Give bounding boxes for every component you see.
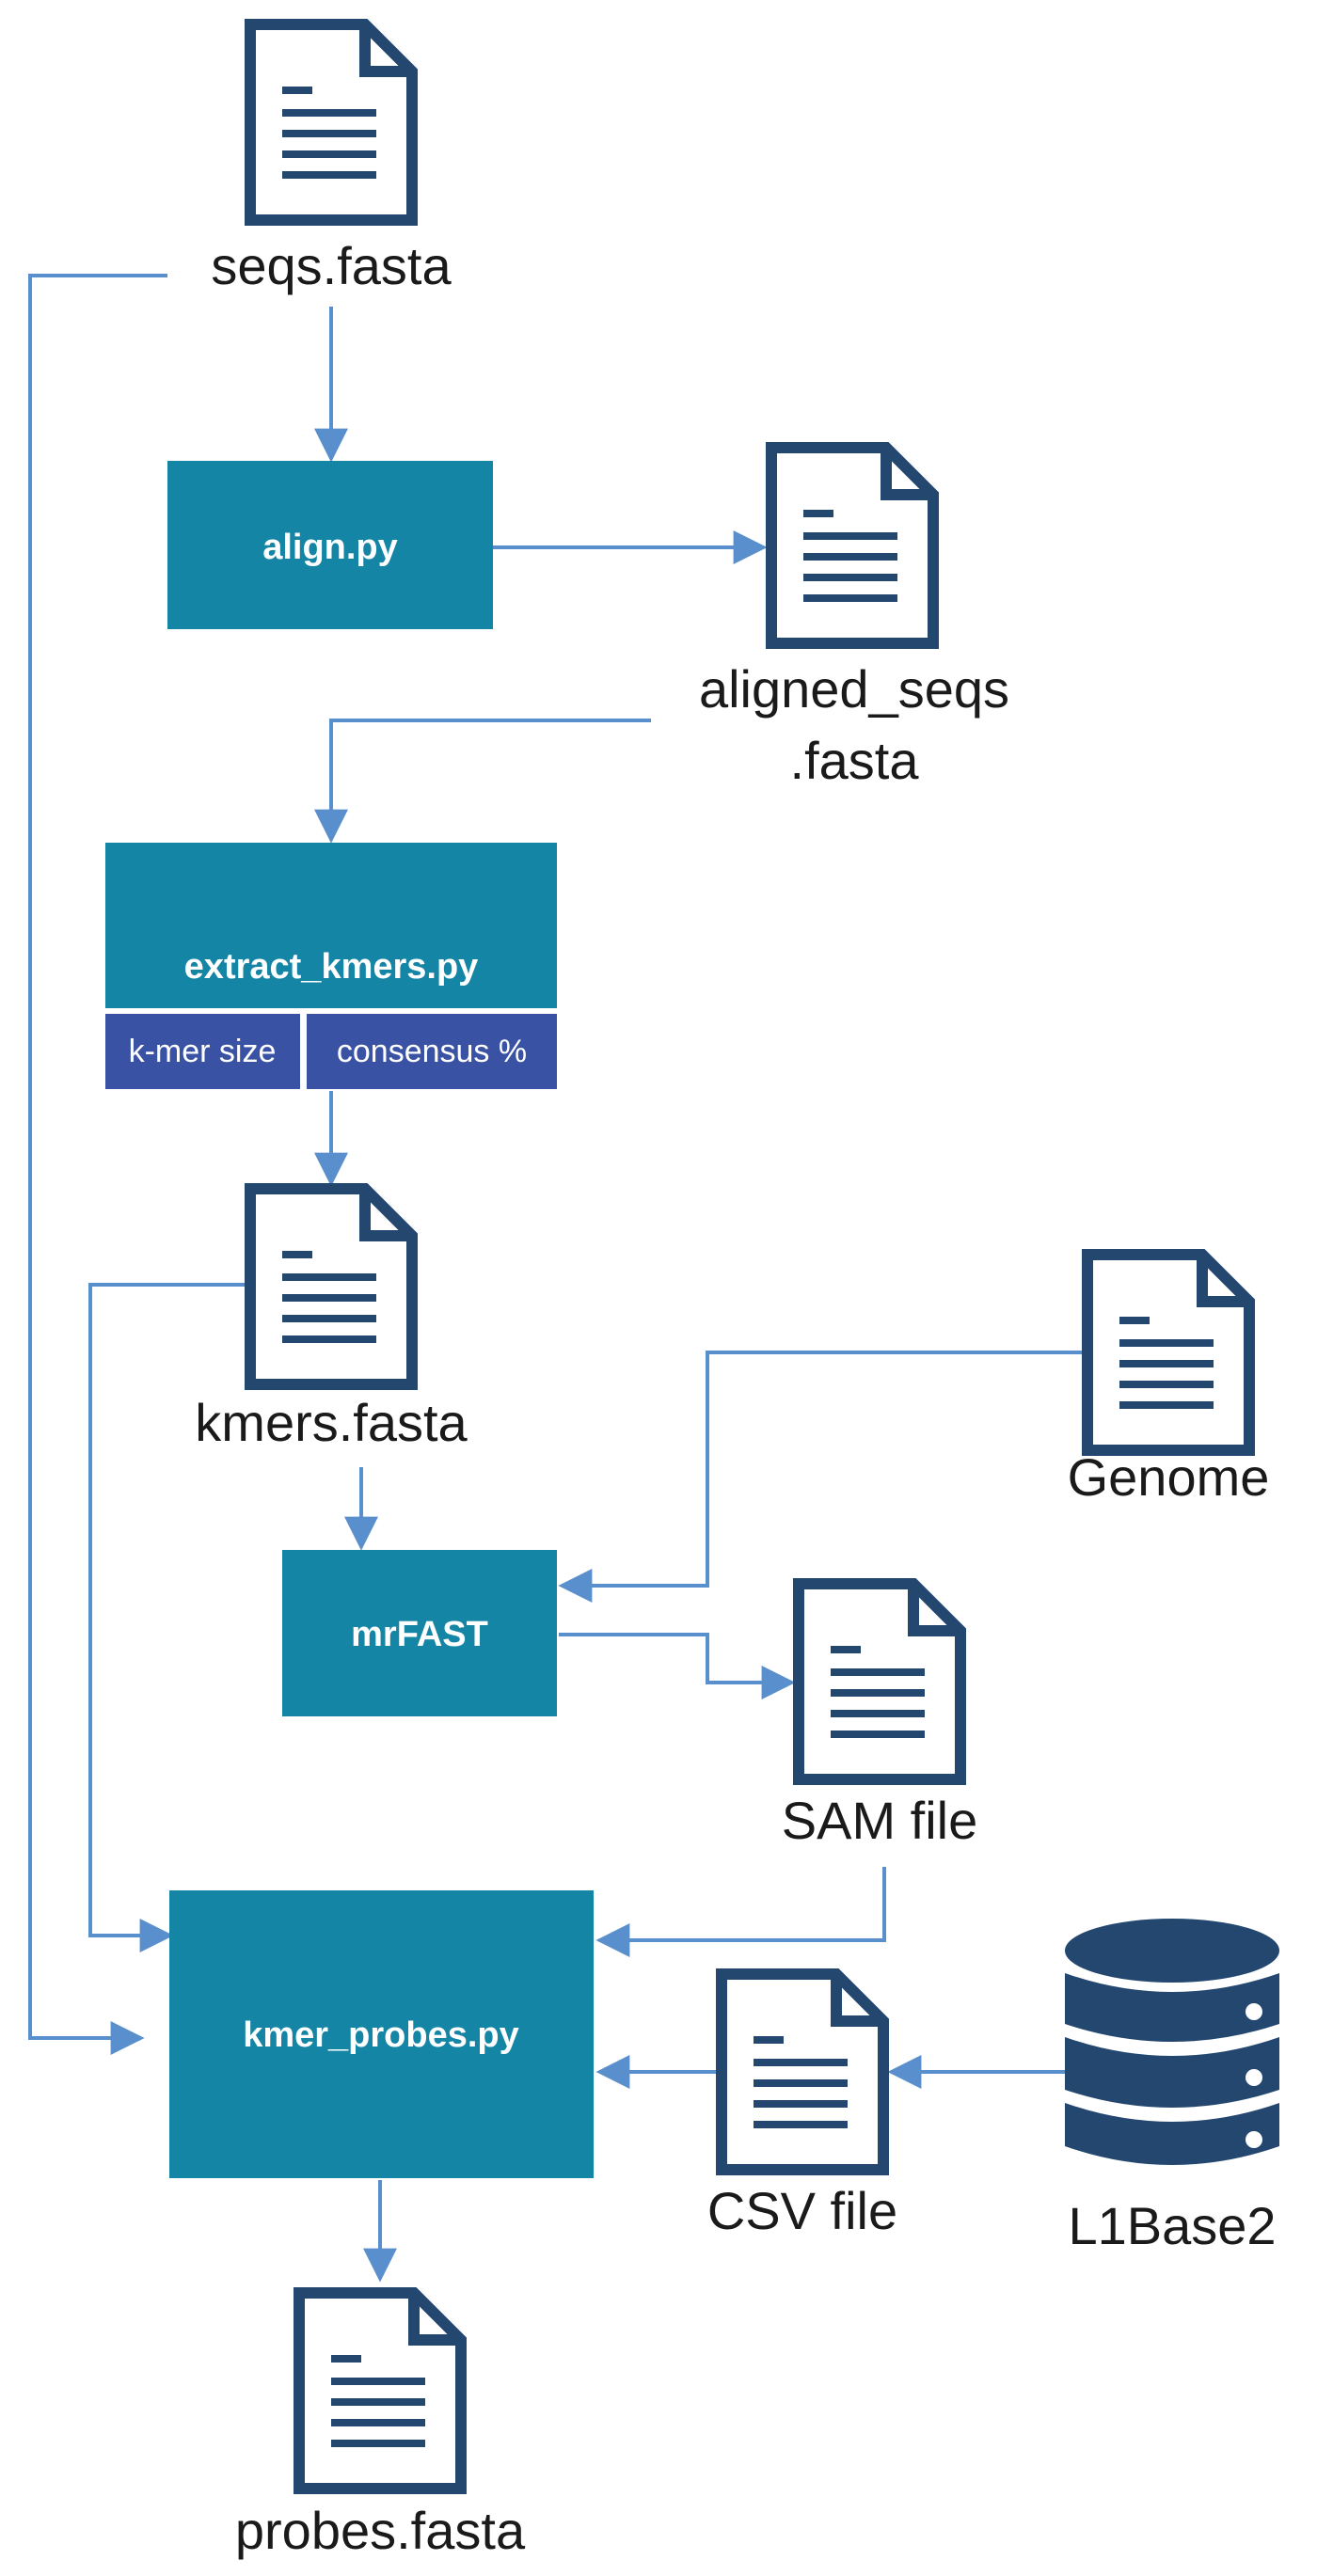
document-icon — [1087, 1255, 1249, 1450]
document-icon — [299, 2293, 461, 2489]
process-mrfast-label: mrFAST — [351, 1615, 488, 1654]
process-kmer-probes: kmer_probes.py — [169, 1890, 594, 2178]
process-align-label: align.py — [262, 528, 398, 567]
database-l1base2: L1Base2 — [1065, 1919, 1279, 2255]
file-csv-label: CSV file — [707, 2181, 897, 2240]
process-align: align.py — [167, 461, 493, 629]
file-kmers: kmers.fasta — [195, 1189, 468, 1452]
file-genome-label: Genome — [1068, 1447, 1270, 1507]
file-probes-label: probes.fasta — [235, 2501, 526, 2560]
process-mrfast: mrFAST — [282, 1550, 557, 1716]
file-sam: SAM file — [782, 1584, 978, 1850]
param-consensus-label: consensus % — [337, 1034, 527, 1069]
file-aligned-label-line2: .fasta — [790, 731, 920, 790]
file-sam-label: SAM file — [782, 1791, 978, 1850]
file-aligned: aligned_seqs .fasta — [699, 448, 1009, 790]
database-label: L1Base2 — [1068, 2196, 1276, 2255]
process-extract-label: extract_kmers.py — [184, 947, 479, 987]
file-aligned-label-line1: aligned_seqs — [699, 659, 1009, 719]
file-kmers-label: kmers.fasta — [195, 1393, 468, 1452]
connector-seqs-to-kmer-probes — [28, 274, 167, 2055]
document-icon — [799, 1584, 960, 1779]
file-probes: probes.fasta — [235, 2293, 526, 2560]
connector-sam-to-kmer-probes — [595, 1867, 886, 1957]
connector-kmers-to-kmer-probes — [88, 1283, 246, 1952]
process-extract-kmers: extract_kmers.py k-mer size consensus % — [105, 843, 557, 1089]
file-seqs: seqs.fasta — [211, 24, 452, 295]
document-icon — [722, 1974, 883, 2170]
connector-aligned-to-extract — [314, 719, 651, 844]
param-kmer-size-label: k-mer size — [129, 1034, 277, 1069]
file-csv: CSV file — [707, 1974, 897, 2240]
file-seqs-label: seqs.fasta — [211, 236, 452, 295]
param-consensus-box — [307, 1014, 557, 1089]
document-icon — [250, 1189, 412, 1384]
connectors — [28, 274, 1086, 2283]
document-icon — [771, 448, 933, 643]
file-genome: Genome — [1068, 1255, 1270, 1507]
database-icon — [1065, 1919, 1279, 2165]
process-kmer-probes-label: kmer_probes.py — [243, 2015, 519, 2055]
document-icon — [250, 24, 412, 220]
param-kmer-size-box — [105, 1014, 300, 1089]
connector-genome-to-mrfast — [558, 1351, 1086, 1603]
connector-mrfast-to-sam — [559, 1633, 796, 1699]
